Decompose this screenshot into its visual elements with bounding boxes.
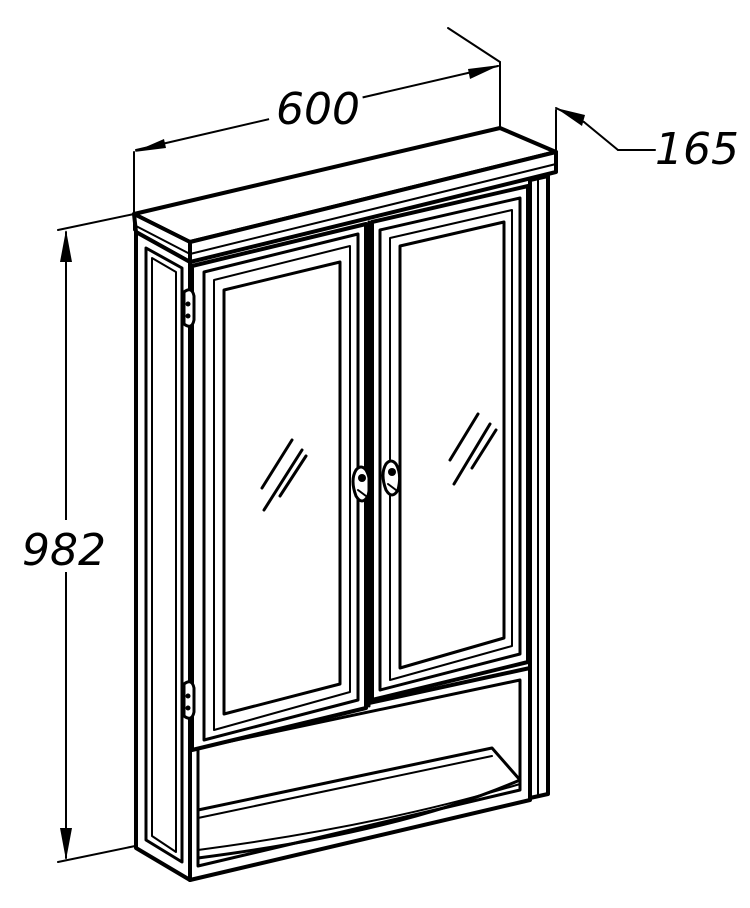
upper-hinge-icon <box>182 288 196 328</box>
right-door[interactable] <box>370 184 530 702</box>
height-label: 982 <box>22 525 106 576</box>
width-label: 600 <box>276 84 360 135</box>
right-glass-reflection-icon <box>448 412 498 486</box>
lower-hinge-icon <box>182 680 196 720</box>
cabinet-body <box>132 126 558 882</box>
height-dimension: 982 <box>18 213 141 863</box>
left-door[interactable] <box>182 222 372 752</box>
width-dimension: 600 <box>133 27 501 231</box>
depth-label: 165 <box>655 124 739 175</box>
left-door-handle-icon[interactable] <box>351 465 372 503</box>
left-glass-reflection-icon <box>260 438 308 512</box>
right-door-handle-icon[interactable] <box>381 459 402 497</box>
depth-dimension: 165 <box>555 107 739 175</box>
